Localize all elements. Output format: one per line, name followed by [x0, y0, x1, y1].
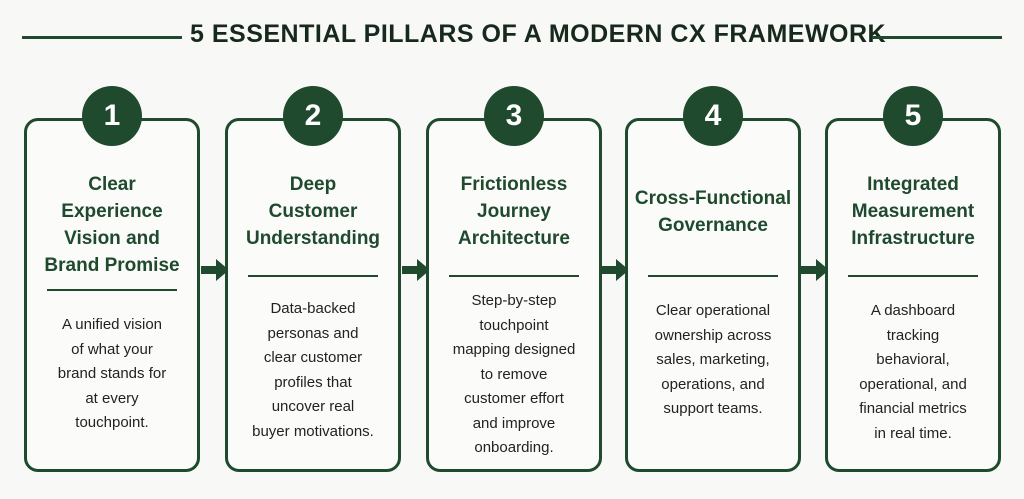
pillar-card-2: Deep Customer Understanding Data-backed … [225, 118, 401, 472]
pillar-number-badge-4: 4 [683, 86, 743, 146]
pillar-title-line: Clear [88, 174, 136, 195]
pillar-card-1: Clear Experience Vision and Brand Promis… [24, 118, 200, 472]
pillar-divider [47, 289, 177, 291]
pillar-desc-line: customer effort [464, 390, 564, 407]
arrow-right-icon [601, 259, 629, 281]
title-row: 5 ESSENTIAL PILLARS OF A MODERN CX FRAME… [0, 18, 1024, 58]
page-title: 5 ESSENTIAL PILLARS OF A MODERN CX FRAME… [190, 20, 887, 48]
pillar-desc-line: Clear operational [655, 302, 771, 319]
pillar-description: Clear operational ownership across sales… [638, 299, 788, 422]
title-rule-left [22, 36, 182, 39]
pillar-number-badge-2: 2 [283, 86, 343, 146]
pillar-title-line: Journey [477, 201, 551, 222]
pillar-title-line: Understanding [245, 228, 381, 249]
pillar-desc-line: support teams. [663, 400, 763, 417]
pillar-desc-line: Step-by-step [471, 292, 557, 309]
pillar-title: Clear Experience Vision and Brand Promis… [33, 171, 191, 279]
pillar-desc-line: mapping designed [452, 341, 576, 358]
pillar-desc-line: sales, marketing, [656, 351, 770, 368]
pillar-title-line: Cross-Functional [634, 188, 792, 209]
pillar-desc-line: personas and [267, 324, 359, 342]
pillar-desc-line: financial metrics [859, 400, 967, 417]
pillar-divider [248, 275, 378, 277]
pillar-title-line: Frictionless [460, 174, 568, 195]
pillar-desc-line: and improve [472, 414, 556, 432]
title-rule-right [872, 36, 1002, 39]
pillar-description: Step-by-step touchpoint mapping designed… [439, 289, 589, 461]
pillar-title-line: Deep [289, 174, 337, 195]
arrow-right-icon [801, 259, 829, 281]
pillar-desc-line: buyer motivations. [252, 422, 374, 440]
arrow-right-icon [201, 259, 229, 281]
pillar-desc-line: A dashboard [870, 302, 956, 319]
pillar-desc-line: onboarding. [474, 439, 554, 456]
pillar-title: Cross-Functional Governance [634, 185, 792, 239]
pillar-desc-line: touchpoint. [75, 414, 149, 431]
pillar-title-line: Governance [658, 215, 768, 236]
pillar-title-line: Architecture [458, 228, 570, 249]
pillar-title-line: Experience [61, 201, 163, 222]
pillar-desc-line: tracking [886, 326, 940, 344]
pillar-desc-line: clear customer [263, 349, 363, 366]
pillar-description: A dashboard tracking behavioral, operati… [838, 299, 988, 446]
pillar-desc-line: brand stands for [57, 365, 167, 382]
pillar-description: A unified vision of what your brand stan… [37, 313, 187, 436]
pillar-desc-line: uncover real [271, 398, 355, 415]
pillar-title-line: Infrastructure [851, 228, 975, 249]
pillar-desc-line: behavioral, [876, 351, 950, 368]
pillar-title-line: Integrated [867, 174, 959, 195]
pillar-desc-line: operational, and [859, 375, 967, 393]
pillar-desc-line: in real time. [874, 424, 952, 442]
pillar-desc-line: A unified vision [61, 316, 163, 333]
pillar-title: Integrated Measurement Infrastructure [834, 171, 992, 252]
pillar-divider [648, 275, 778, 277]
pillar-description: Data-backed personas and clear customer … [238, 297, 388, 444]
pillar-card-3: Frictionless Journey Architecture Step-b… [426, 118, 602, 472]
pillar-desc-line: touchpoint [479, 316, 549, 334]
pillar-number-badge-3: 3 [484, 86, 544, 146]
arrow-right-icon [402, 259, 430, 281]
pillar-desc-line: to remove [480, 365, 548, 383]
pillar-title: Frictionless Journey Architecture [435, 171, 593, 252]
pillar-desc-line: operations, and [661, 375, 765, 393]
pillar-divider [449, 275, 579, 277]
pillar-desc-line: ownership across [654, 326, 772, 344]
pillar-card-4: Cross-Functional Governance Clear operat… [625, 118, 801, 472]
pillar-title-line: Brand Promise [44, 255, 180, 276]
pillar-desc-line: Data-backed [270, 300, 356, 317]
pillar-divider [848, 275, 978, 277]
pillar-title: Deep Customer Understanding [234, 171, 392, 252]
pillar-desc-line: profiles that [274, 373, 352, 391]
pillar-card-5: Integrated Measurement Infrastructure A … [825, 118, 1001, 472]
pillar-number-badge-1: 1 [82, 86, 142, 146]
pillar-number-badge-5: 5 [883, 86, 943, 146]
pillar-desc-line: at every [85, 389, 139, 407]
pillar-title-line: Measurement [851, 201, 975, 222]
pillar-desc-line: of what your [71, 340, 153, 358]
pillar-title-line: Vision and [64, 228, 160, 249]
pillar-title-line: Customer [268, 201, 358, 222]
